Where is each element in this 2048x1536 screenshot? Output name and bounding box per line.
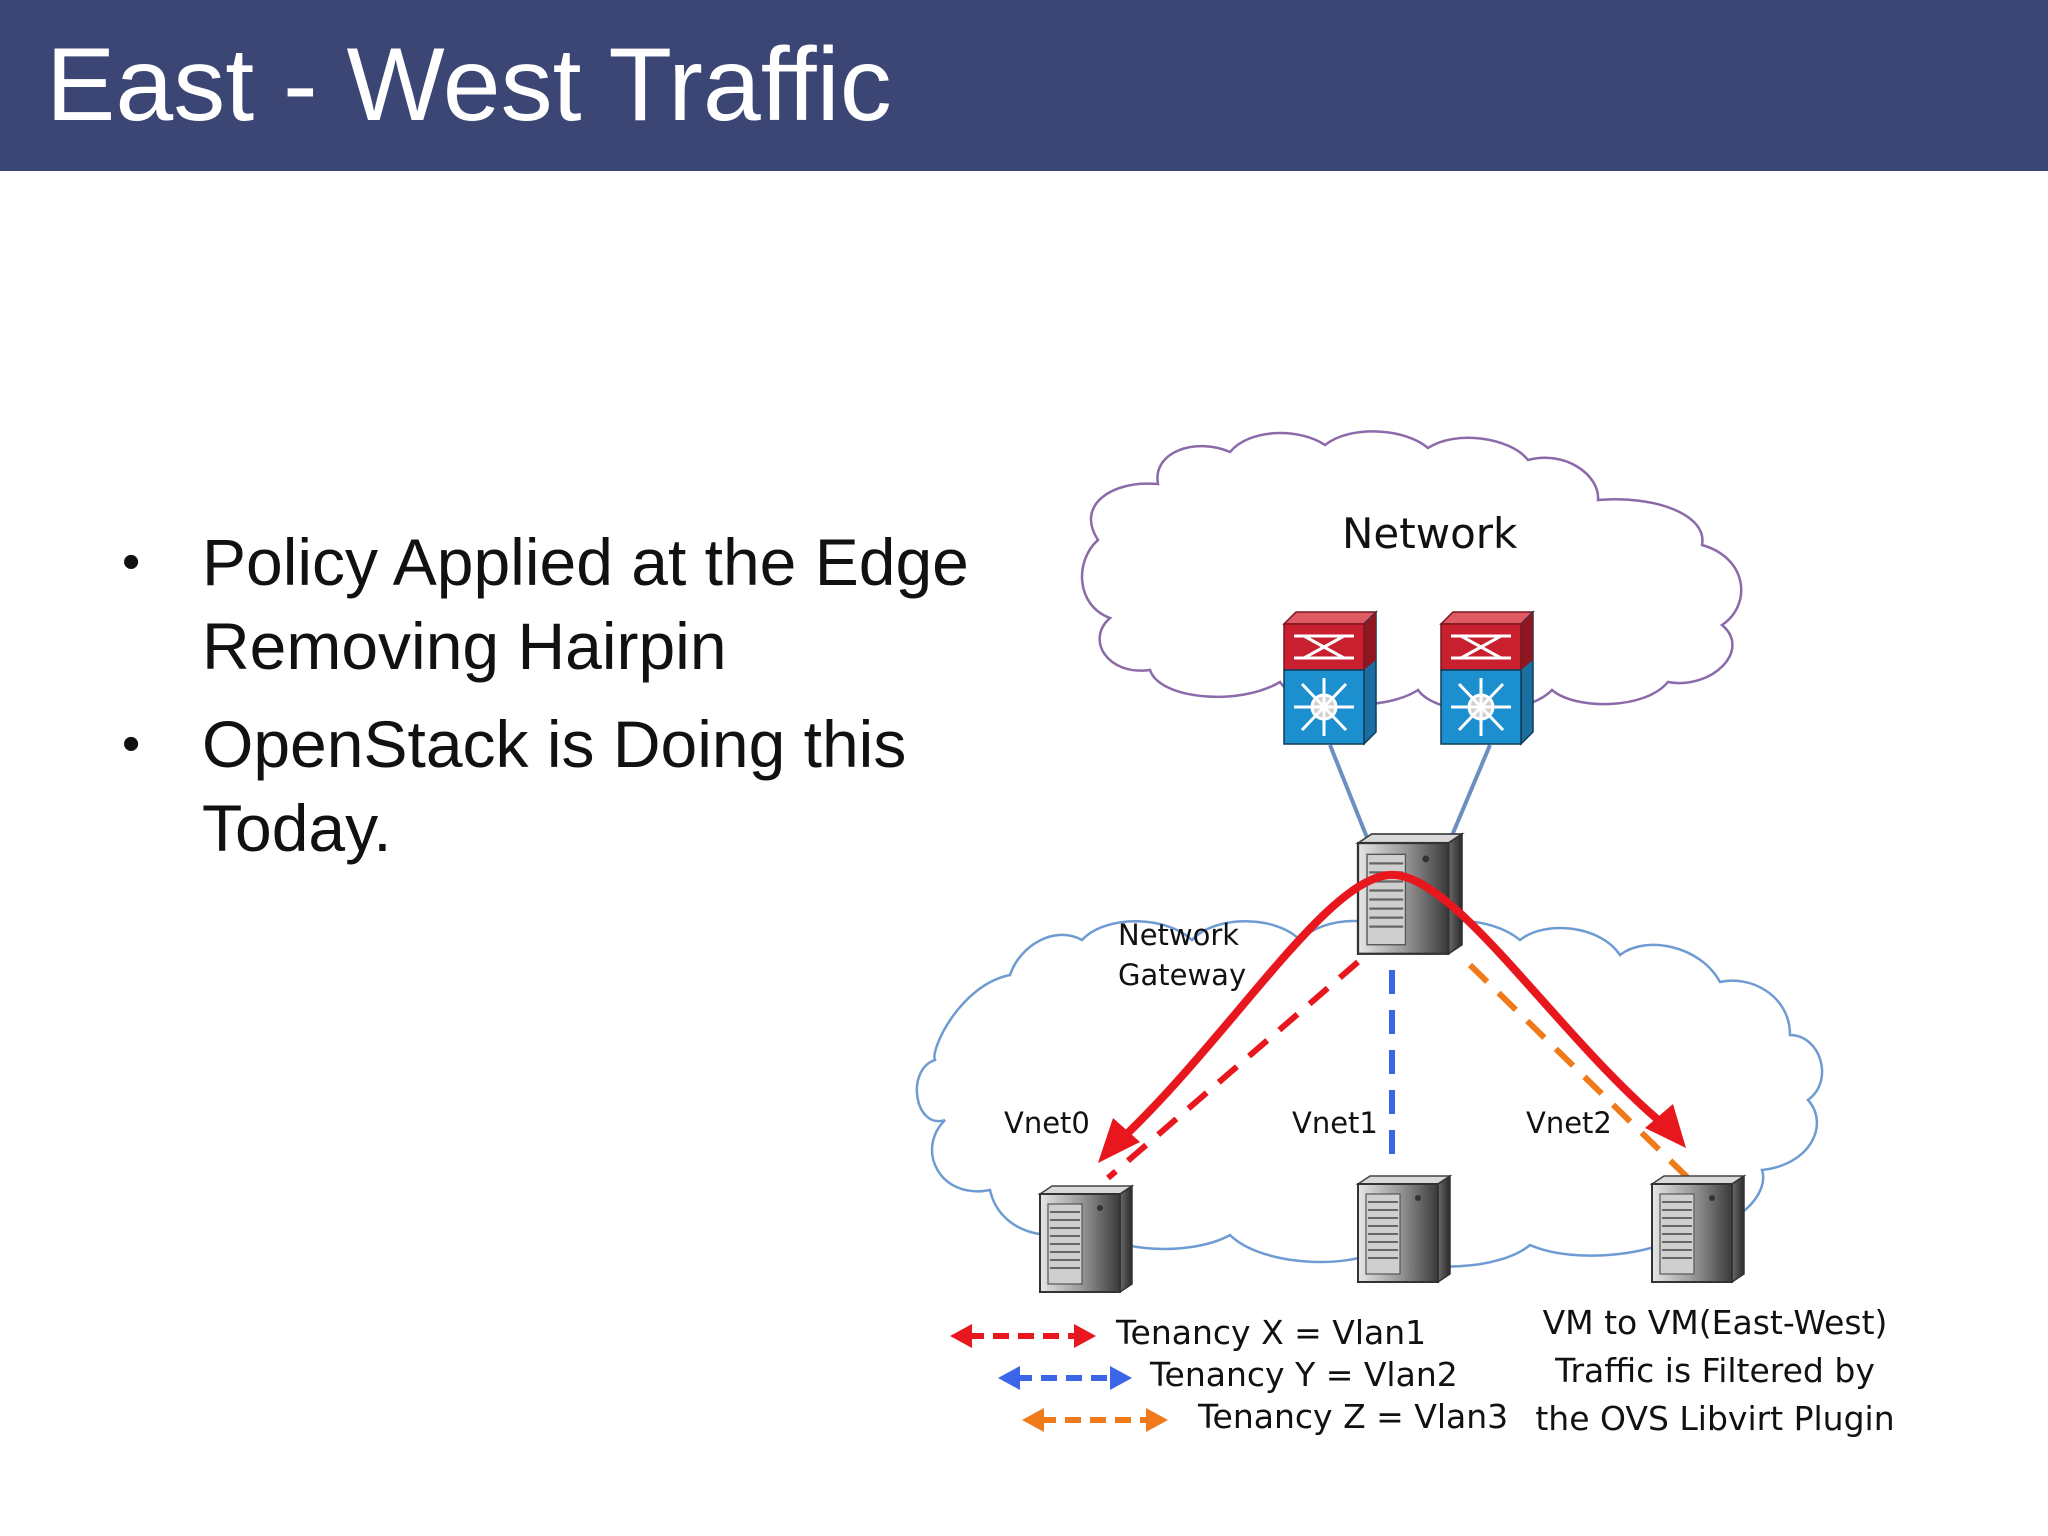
- switch-icon: [1439, 610, 1535, 746]
- server-icon: [1039, 1185, 1133, 1293]
- note-line: the OVS Libvirt Plugin: [1535, 1399, 1894, 1438]
- arrowhead: [1146, 1408, 1168, 1432]
- server-icon: [1651, 1175, 1745, 1283]
- filter-note: VM to VM(East-West) Traffic is Filtered …: [1535, 1303, 1894, 1438]
- vnet2-label: Vnet2: [1526, 1106, 1612, 1140]
- bullet-line: OpenStack is Doing this: [202, 707, 907, 781]
- tenancy-z-link: [1467, 962, 1691, 1181]
- server-icon: [1357, 1175, 1451, 1283]
- bullet-item: • OpenStack is Doing this Today.: [110, 702, 1090, 870]
- bullet-dot: •: [122, 533, 141, 591]
- legend: Tenancy X = Vlan1 Tenancy Y = Vlan2 Tena…: [950, 1313, 1508, 1436]
- tenancy-x-link: [1106, 959, 1360, 1181]
- gateway-label: Network: [1118, 918, 1239, 952]
- arrowhead: [1645, 1104, 1686, 1148]
- switch-icon: [1282, 610, 1378, 746]
- note-line: VM to VM(East-West): [1543, 1303, 1888, 1342]
- legend-label-z: Tenancy Z = Vlan3: [1197, 1397, 1508, 1436]
- uplink-line: [1446, 744, 1492, 846]
- network-cloud: [1080, 430, 1743, 713]
- legend-label-x: Tenancy X = Vlan1: [1115, 1313, 1426, 1352]
- slide-title: East - West Traffic: [46, 27, 892, 143]
- vnet1-label: Vnet1: [1292, 1106, 1378, 1140]
- bullet-list: • Policy Applied at the Edge Removing Ha…: [110, 520, 1090, 884]
- arrowhead: [1098, 1118, 1140, 1163]
- traffic-arrow: [1109, 870, 1673, 1151]
- bullet-item: • Policy Applied at the Edge Removing Ha…: [110, 520, 1090, 688]
- network-cloud-label: Network: [1342, 509, 1518, 558]
- legend-label-y: Tenancy Y = Vlan2: [1149, 1355, 1458, 1394]
- gateway-label: Gateway: [1118, 958, 1246, 992]
- arrowhead: [1110, 1366, 1132, 1390]
- bullet-dot: •: [122, 715, 141, 773]
- arrowhead: [950, 1324, 972, 1348]
- server-icon: [1356, 832, 1464, 955]
- title-bar: East - West Traffic: [0, 0, 2048, 171]
- bullet-line: Removing Hairpin: [202, 609, 727, 683]
- arrowhead: [1074, 1324, 1096, 1348]
- note-line: Traffic is Filtered by: [1554, 1351, 1875, 1390]
- tenant-cloud: [915, 919, 1824, 1268]
- uplink-line: [1328, 744, 1372, 846]
- bullet-line: Today.: [202, 791, 392, 865]
- arrowhead: [998, 1366, 1020, 1390]
- bullet-line: Policy Applied at the Edge: [202, 525, 969, 599]
- arrowhead: [1022, 1408, 1044, 1432]
- vnet0-label: Vnet0: [1004, 1106, 1090, 1140]
